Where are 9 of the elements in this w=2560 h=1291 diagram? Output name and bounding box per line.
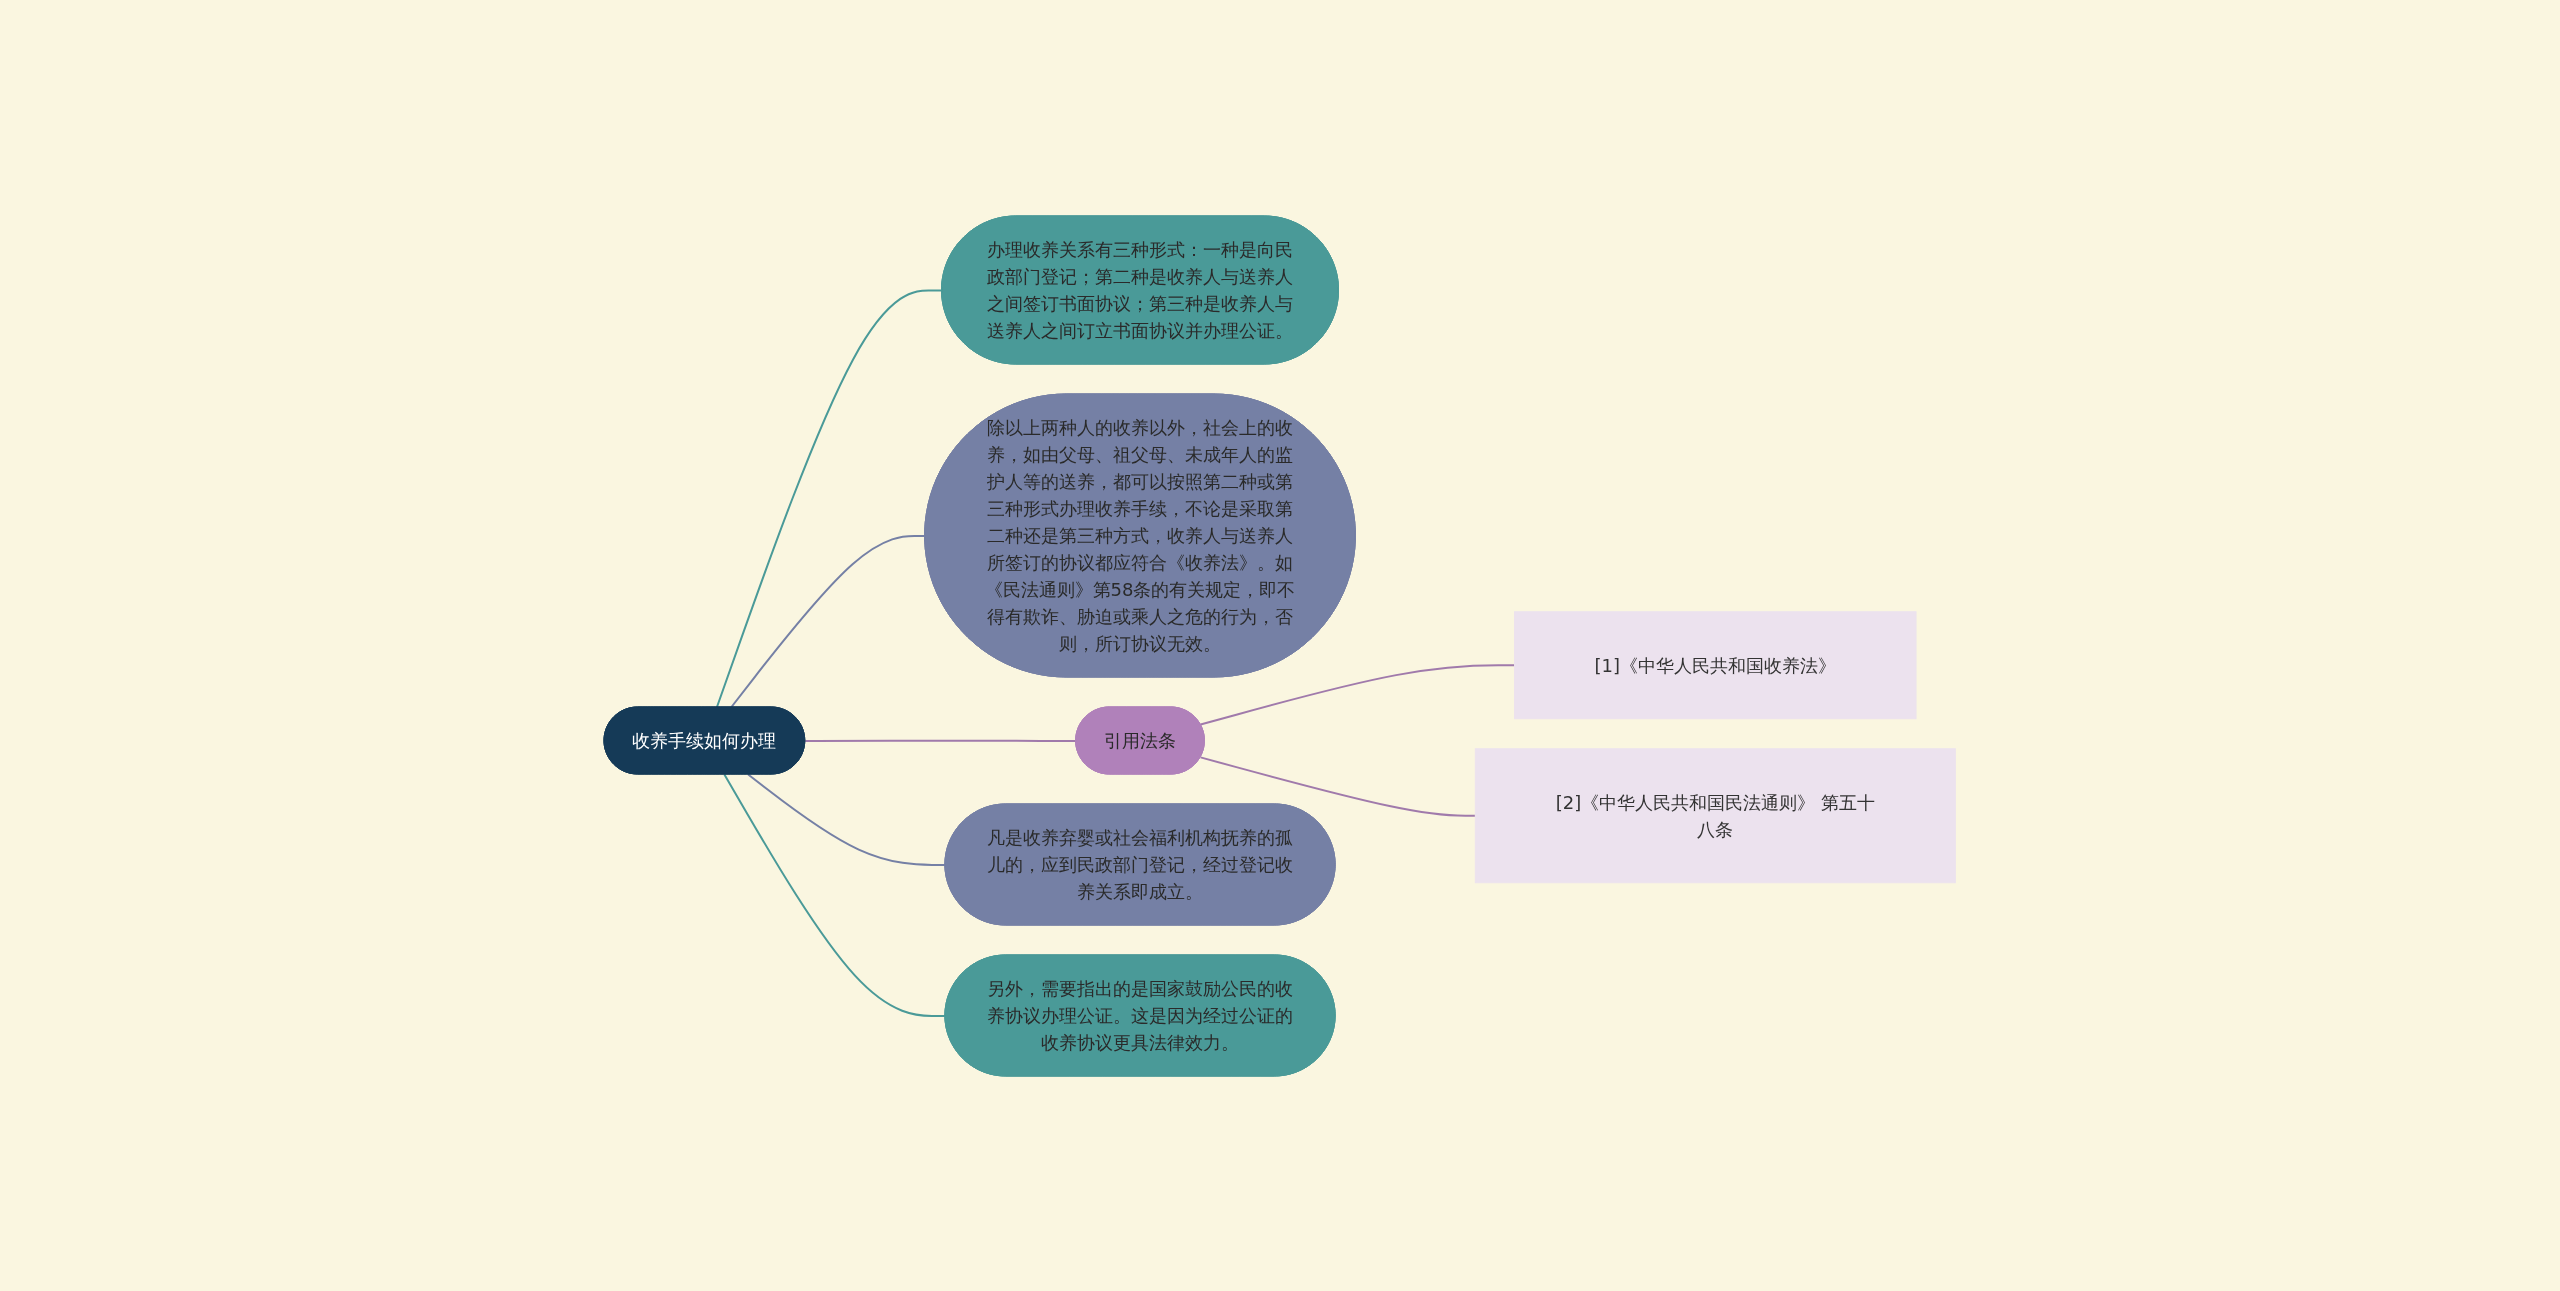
connector bbox=[1199, 755, 1477, 817]
connector bbox=[716, 288, 944, 708]
connector bbox=[730, 534, 927, 708]
connector bbox=[1199, 663, 1516, 726]
connector bbox=[723, 773, 947, 1017]
node-box: [2]《中华人民共和国民法通则》 第五十八条 bbox=[1475, 747, 1957, 883]
connector bbox=[747, 773, 947, 866]
node-box: [1]《中华人民共和国收养法》 bbox=[1514, 610, 1917, 719]
connector bbox=[804, 739, 1078, 742]
